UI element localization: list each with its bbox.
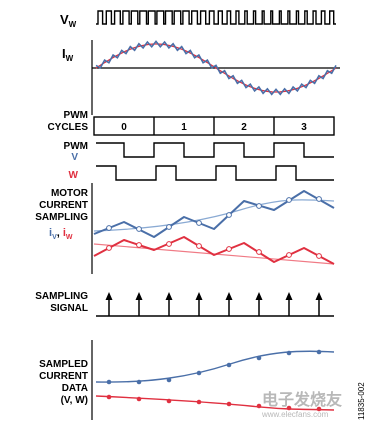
sampling-arrow-head (105, 292, 113, 300)
sampling-signal-label-2: SIGNAL (50, 303, 88, 314)
pwm-cycles-label-2: CYCLES (47, 122, 88, 133)
sampled-w-curve (95, 395, 335, 411)
iw-sample-point (166, 241, 172, 247)
sampled-w-point (136, 396, 142, 402)
sampled-v-curve (95, 350, 335, 383)
iv-sample-point (166, 224, 172, 230)
iw-label: IW (62, 46, 74, 63)
sampled-v-point (256, 355, 262, 361)
iw-ripple-current (95, 40, 337, 96)
watermark-logo: 电子发烧友 (262, 390, 343, 409)
sampling-signal-label-1: SAMPLING (35, 291, 88, 302)
iw-sample-point (106, 245, 112, 251)
sampled-v-point (286, 350, 292, 356)
cycle-0-label: 0 (121, 122, 127, 133)
vw-pwm-waveform (96, 10, 336, 25)
sampled-w-point (286, 405, 292, 411)
cycle-2-label: 2 (241, 122, 247, 133)
watermark-url: www.elecfans.com (261, 410, 329, 419)
sampled-label-4: (V, W) (61, 395, 88, 406)
sampling-arrows (105, 292, 323, 316)
sampled-w-point (256, 403, 262, 409)
sampled-label-1: SAMPLED (39, 359, 88, 370)
current-label: CURRENT (39, 200, 88, 211)
sampling-label: SAMPLING (35, 212, 88, 223)
sampled-v-point (226, 362, 232, 368)
sampled-v-point (196, 370, 202, 376)
iv-current-waveform (93, 190, 335, 238)
vw-label: VW (60, 12, 77, 29)
iv-sample-point (286, 197, 292, 203)
sampled-v-point (106, 379, 112, 385)
pwm-v-label: V (71, 152, 78, 163)
motor-current-sampling-plot (93, 190, 335, 265)
iv-sample-point (226, 212, 232, 218)
motor-label: MOTOR (51, 188, 89, 199)
pwm-w-waveform (96, 165, 334, 181)
iv-sample-point (316, 196, 322, 202)
pwm-v-waveform (96, 142, 334, 158)
sampled-label-2: CURRENT (39, 371, 88, 382)
sampling-arrow-head (165, 292, 173, 300)
iw-sample-point (256, 249, 262, 255)
sampling-arrow-head (195, 292, 203, 300)
sampling-arrow-head (225, 292, 233, 300)
iv-sample-point (196, 220, 202, 226)
sampling-arrow-head (285, 292, 293, 300)
iw-sample-point (136, 242, 142, 248)
sampled-w-point (316, 406, 322, 412)
pwm-label: PWM (64, 141, 88, 152)
iw-sample-point (286, 252, 292, 258)
iv-iw-label: iV, iW (49, 227, 73, 241)
sampled-v-point (316, 349, 322, 355)
sampling-arrow-head (255, 292, 263, 300)
iw-sample-point (316, 253, 322, 259)
iv-average-trend (93, 199, 335, 232)
cycle-3-label: 3 (301, 122, 307, 133)
iw-current-waveform (93, 236, 335, 265)
sampling-arrow-head (135, 292, 143, 300)
sampling-arrow-head (315, 292, 323, 300)
iw-sample-point (226, 246, 232, 252)
sampled-label-3: DATA (62, 383, 88, 394)
sampled-data-plot (95, 349, 335, 412)
sampled-v-point (166, 377, 172, 383)
pwm-cycles-label-1: PWM (64, 110, 88, 121)
sampled-v-point (136, 379, 142, 385)
iw-sample-point (196, 243, 202, 249)
sampled-w-point (226, 401, 232, 407)
pwm-w-label: W (69, 170, 79, 181)
sampled-w-point (106, 394, 112, 400)
iv-sample-point (136, 226, 142, 232)
iv-sample-point (256, 203, 262, 209)
cycle-1-label: 1 (181, 122, 187, 133)
iv-sample-point (106, 225, 112, 231)
sampled-w-point (166, 398, 172, 404)
figure-code: 11835-002 (357, 382, 366, 420)
sampled-w-point (196, 399, 202, 405)
